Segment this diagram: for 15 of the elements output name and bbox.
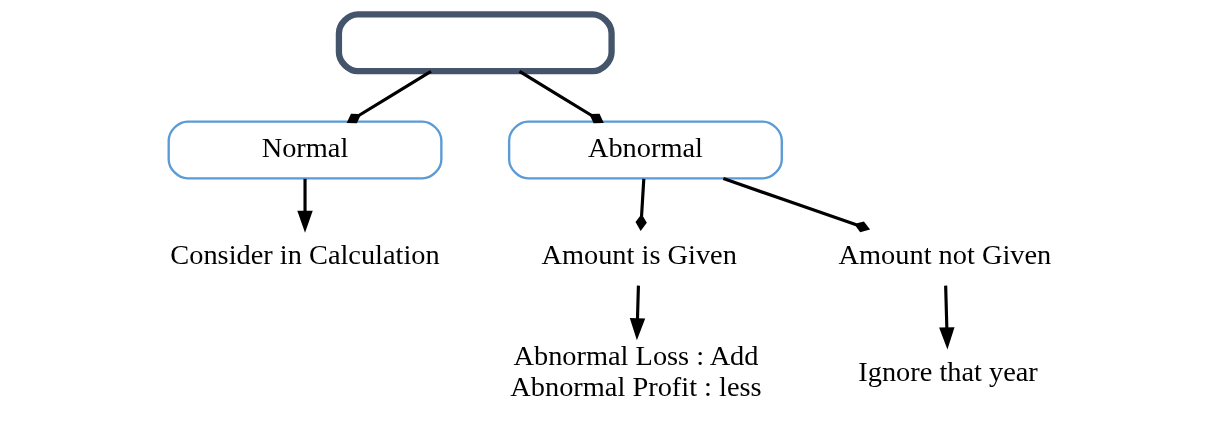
node-box: Normal — [167, 120, 443, 180]
arrow — [629, 285, 645, 341]
node-box — [335, 11, 615, 75]
arrow — [296, 178, 313, 233]
node-text: Ignore that year — [857, 355, 1038, 387]
node-text: Amount is Given — [540, 239, 737, 271]
node-text: Amount not Given — [838, 239, 1051, 271]
node-box: Abnormal — [507, 120, 783, 180]
connector — [635, 178, 647, 231]
arrow — [938, 285, 955, 350]
node-text: Consider in Calculation — [169, 239, 440, 271]
connector — [518, 70, 604, 124]
node-text: Abnormal Loss : Add Abnormal Profit : less — [509, 339, 762, 403]
connector — [722, 177, 870, 233]
connector — [346, 70, 432, 124]
